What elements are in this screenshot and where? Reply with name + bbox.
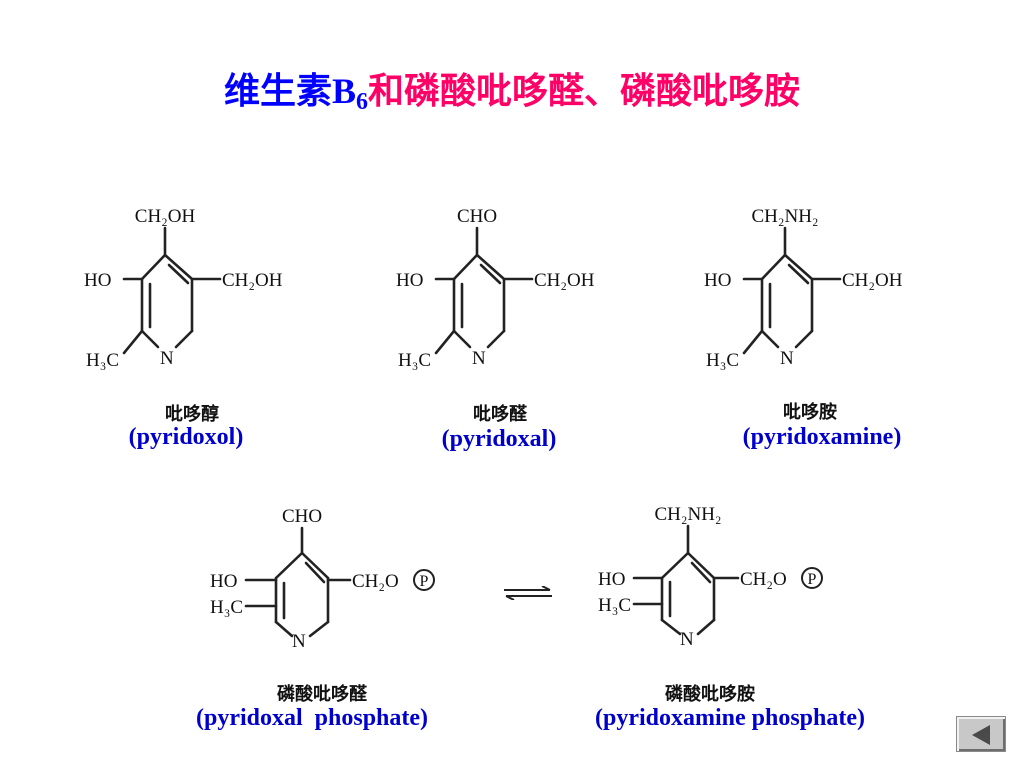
ring-nitrogen: N — [472, 348, 486, 369]
methyl-label: H₃C — [86, 350, 119, 371]
right-substituent: CH₂O — [352, 571, 399, 592]
pyridoxal-chinese-name: 吡哆醛 — [473, 404, 527, 425]
phosphate-circle-icon — [413, 569, 435, 591]
title-part-b6: B6 — [331, 71, 368, 115]
pyridoxamine-chinese-name: 吡哆胺 — [783, 402, 837, 423]
pyridoxamine-phosphate-chinese-name: 磷酸吡哆胺 — [665, 684, 755, 705]
equilibrium-arrows-icon — [502, 585, 554, 601]
right-substituent: CH₂O — [740, 569, 787, 590]
slide-title: 维生素B6和磷酸吡哆醛、磷酸吡哆胺 — [0, 70, 1024, 117]
pyridoxal-english-name: (pyridoxal) — [441, 426, 557, 452]
methyl-label: H₃C — [598, 595, 631, 616]
pyridoxal-phosphate-chinese-name: 磷酸吡哆醛 — [277, 684, 367, 705]
pyridoxal-phosphate-structure: CHO HO H₃C CH₂O P N — [210, 500, 450, 670]
top-substituent: CH₂NH₂ — [751, 206, 818, 227]
top-substituent: CHO — [282, 506, 322, 527]
pyridoxamine-structure: CH₂NH₂ HO CH₂OH H₃C N — [700, 200, 940, 380]
phosphate-symbol: P — [420, 573, 429, 590]
pyridoxamine-phosphate-english-name: (pyridoxamine phosphate) — [594, 705, 866, 731]
hydroxyl-label: HO — [84, 270, 111, 291]
right-substituent: CH₂OH — [222, 270, 283, 291]
ring-nitrogen: N — [780, 348, 794, 369]
pyridoxamine-phosphate-structure: CH₂NH₂ HO H₃C CH₂O P N — [598, 498, 838, 668]
back-button[interactable] — [956, 716, 1006, 752]
title-part-phosphates: 和磷酸吡哆醛、磷酸吡哆胺 — [368, 71, 801, 112]
hydroxyl-label: HO — [396, 270, 423, 291]
ring-nitrogen: N — [160, 348, 174, 369]
pyridoxal-structure: CHO HO CH₂OH H₃C N — [392, 200, 632, 380]
methyl-label: H₃C — [706, 350, 739, 371]
methyl-label: H₃C — [210, 597, 243, 618]
methyl-label: H₃C — [398, 350, 431, 371]
hydroxyl-label: HO — [210, 571, 237, 592]
title-part-vitamin: 维生素 — [223, 71, 332, 112]
pyridoxol-english-name: (pyridoxol) — [128, 424, 244, 450]
hydroxyl-label: HO — [598, 569, 625, 590]
title-b-subscript: 6 — [356, 89, 368, 115]
back-arrow-icon — [972, 725, 990, 745]
pyridoxol-structure: CH₂OH HO CH₂OH H₃C N — [80, 200, 320, 380]
ring-nitrogen: N — [292, 631, 306, 652]
pyridoxal-phosphate-english-name: (pyridoxal phosphate) — [195, 705, 429, 731]
pyridoxamine-english-name: (pyridoxamine) — [742, 424, 902, 450]
top-substituent: CHO — [457, 206, 497, 227]
right-substituent: CH₂OH — [534, 270, 595, 291]
hydroxyl-label: HO — [704, 270, 731, 291]
phosphate-circle-icon — [801, 567, 823, 589]
right-substituent: CH₂OH — [842, 270, 903, 291]
title-b: B — [331, 71, 356, 111]
top-substituent: CH₂NH₂ — [654, 504, 721, 525]
ring-nitrogen: N — [680, 629, 694, 650]
phosphate-symbol: P — [808, 571, 817, 588]
top-substituent: CH₂OH — [135, 206, 196, 227]
pyridoxol-chinese-name: 吡哆醇 — [165, 404, 219, 425]
